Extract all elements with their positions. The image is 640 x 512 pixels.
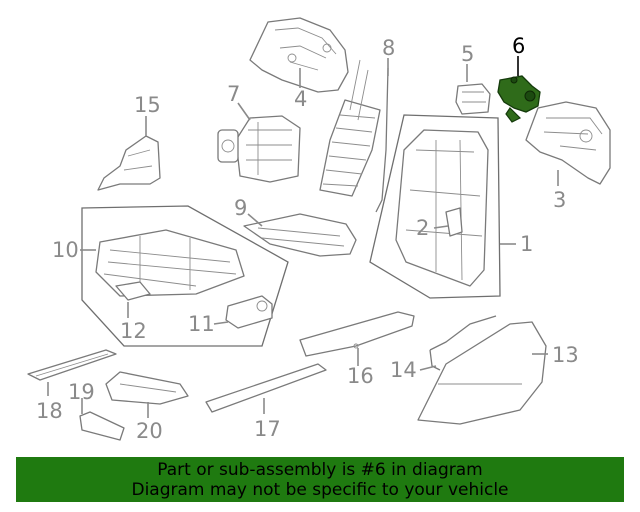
part-18-rail xyxy=(27,349,117,381)
part-9-cushion-pan xyxy=(243,213,357,257)
callout-15: 15 xyxy=(134,93,161,117)
callout-3: 3 xyxy=(553,188,566,212)
callout-13: 13 xyxy=(552,343,579,367)
callout-11: 11 xyxy=(188,312,215,336)
callout-19: 19 xyxy=(68,380,95,404)
part-15-side-cover xyxy=(97,135,161,191)
callout-6-highlighted: 6 xyxy=(512,34,525,58)
part-12-motor xyxy=(115,281,151,301)
callout-17: 17 xyxy=(254,417,281,441)
part-4-seatback-trim xyxy=(249,17,349,93)
callout-2: 2 xyxy=(416,216,429,240)
part-20-bracket xyxy=(105,371,189,405)
part-17-strip xyxy=(205,363,327,413)
callout-12: 12 xyxy=(120,319,147,343)
banner-line-disclaimer: Diagram may not be specific to your vehi… xyxy=(131,480,509,500)
callout-labels: 1 2 3 4 5 6 7 8 9 10 11 12 13 14 15 16 1… xyxy=(36,34,579,443)
part-16-trim-strip xyxy=(299,311,415,357)
callout-14: 14 xyxy=(390,358,417,382)
part-seatback-spring xyxy=(319,59,381,197)
notice-banner: Part or sub-assembly is #6 in diagram Di… xyxy=(16,457,624,502)
part-11-motor xyxy=(225,295,273,329)
part-13-side-cover xyxy=(417,321,547,425)
callout-8: 8 xyxy=(382,36,395,60)
exploded-parts-diagram: 1 2 3 4 5 6 7 8 9 10 11 12 13 14 15 16 1… xyxy=(27,17,611,443)
part-19-cover xyxy=(79,411,125,441)
callout-5: 5 xyxy=(461,42,474,66)
callout-18: 18 xyxy=(36,399,63,423)
part-7-housing xyxy=(217,115,301,183)
part-3-side-shield xyxy=(525,101,611,185)
part-6-highlighted xyxy=(497,75,541,123)
callout-7: 7 xyxy=(227,82,240,106)
callout-9: 9 xyxy=(234,196,247,220)
part-14-cable xyxy=(429,315,497,371)
banner-line-part-number: Part or sub-assembly is #6 in diagram xyxy=(157,460,483,480)
callout-10: 10 xyxy=(52,238,79,262)
callout-1: 1 xyxy=(520,232,533,256)
part-5-bracket xyxy=(455,83,491,115)
callout-16: 16 xyxy=(347,364,374,388)
callout-20: 20 xyxy=(136,419,163,443)
part-8-wire xyxy=(375,67,389,213)
leader-lines xyxy=(47,56,559,418)
callout-4: 4 xyxy=(294,87,307,111)
part-1-seatback-frame-panel xyxy=(369,114,501,299)
part-2-clip xyxy=(445,207,463,237)
